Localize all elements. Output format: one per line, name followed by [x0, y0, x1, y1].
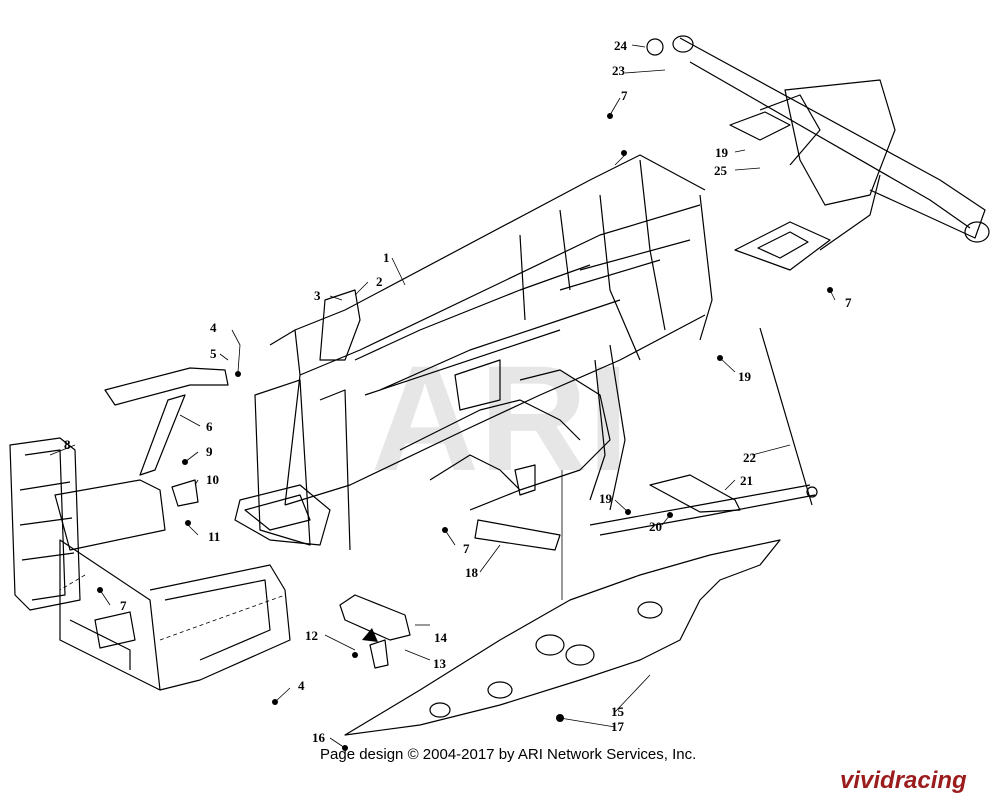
callout-18: 18 [465, 565, 479, 580]
callout-1: 1 [383, 250, 390, 265]
fasteners [97, 113, 833, 751]
pad [474, 519, 561, 551]
callout-19c: 19 [599, 491, 613, 506]
callout-labels: 1 2 3 4 4 5 6 7 7 7 7 7 8 9 10 11 12 13 … [64, 38, 852, 745]
brand-logo: vividracing [840, 767, 967, 794]
callout-9: 9 [206, 444, 213, 459]
callout-15: 15 [611, 704, 625, 719]
callout-4a: 4 [210, 320, 217, 335]
brand-logo-text: vividracing [840, 767, 967, 794]
front-brackets [104, 367, 229, 507]
mount-bracket [339, 594, 411, 669]
callout-7b: 7 [845, 295, 852, 310]
rear-rack [646, 35, 990, 251]
callout-7c: 7 [463, 541, 470, 556]
callout-3: 3 [314, 288, 321, 303]
callout-8: 8 [64, 437, 71, 452]
callout-7a: 7 [621, 88, 628, 103]
callout-10: 10 [206, 472, 219, 487]
callout-17: 17 [611, 719, 625, 734]
plug-icon [646, 38, 664, 56]
callout-24: 24 [614, 38, 628, 53]
callout-14: 14 [434, 630, 448, 645]
main-frame [234, 154, 713, 551]
callout-23: 23 [612, 63, 626, 78]
rear-plate [729, 111, 831, 271]
callout-25: 25 [714, 163, 728, 178]
callout-20: 20 [649, 519, 662, 534]
callout-19b: 19 [738, 369, 752, 384]
callout-21: 21 [740, 473, 753, 488]
callout-13: 13 [433, 656, 447, 671]
skid-plate [344, 539, 781, 736]
callout-16: 16 [312, 730, 326, 745]
dashed-leaders [59, 574, 286, 641]
callout-12: 12 [305, 628, 318, 643]
callout-6: 6 [206, 419, 213, 434]
watermark-text: ARI [371, 334, 629, 502]
callout-7d: 7 [120, 598, 127, 613]
callout-22: 22 [743, 450, 756, 465]
callout-4b: 4 [298, 678, 305, 693]
callout-5: 5 [210, 346, 217, 361]
copyright-footer: Page design © 2004-2017 by ARI Network S… [320, 746, 697, 763]
callout-19a: 19 [715, 145, 729, 160]
callout-2: 2 [376, 274, 383, 289]
front-bumper [9, 437, 291, 691]
callout-11: 11 [208, 529, 220, 544]
side-rail [589, 327, 818, 536]
